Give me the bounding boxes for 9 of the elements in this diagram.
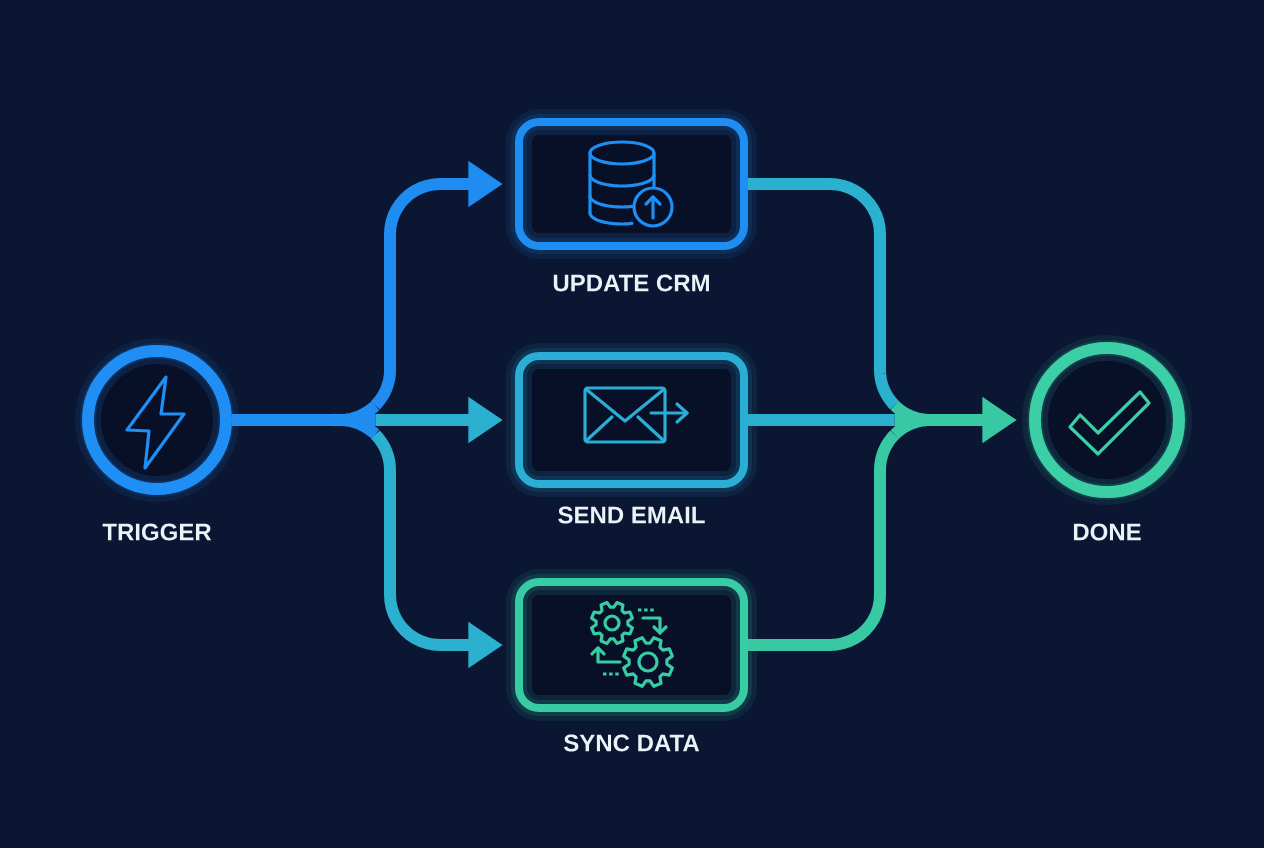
node-label: SEND EMAIL: [558, 506, 705, 524]
node-label: DONE: [1073, 523, 1141, 541]
node-label: SYNC DATA: [564, 734, 700, 752]
connector-line: [748, 414, 895, 426]
connector-line: [748, 178, 900, 410]
connector-line: [748, 430, 900, 651]
node-label: UPDATE CRM: [553, 274, 709, 292]
connector-line: [232, 403, 377, 437]
node-label: TRIGGER: [102, 523, 212, 541]
